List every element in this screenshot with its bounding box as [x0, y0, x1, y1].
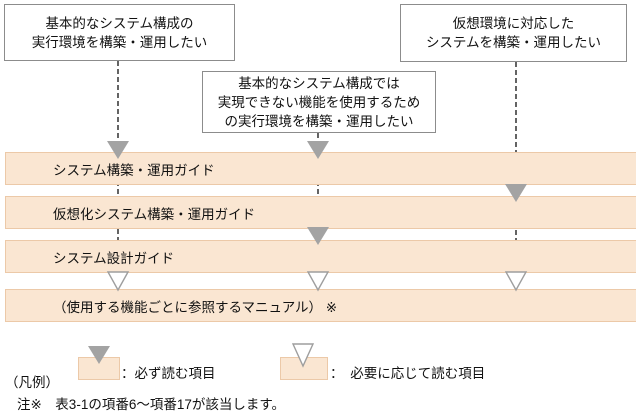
legend-must-read-label: ：必ず読む項目: [121, 366, 216, 381]
need-box-extended-line3: の実行環境を構築・運用したい: [224, 113, 414, 129]
legend-optional-read-label: ： 必要に応じて読む項目: [330, 366, 486, 381]
guide-bar-label: 仮想化システム構築・運用ガイド: [53, 206, 256, 222]
guide-bar-label: （使用する機能ごとに参照するマニュアル） ※: [53, 299, 338, 315]
legend-must-read-swatch: [78, 357, 120, 380]
legend-caption: （凡例）: [5, 375, 59, 390]
need-box-basic-line1: 基本的なシステム構成の: [45, 15, 194, 31]
guide-bar-function-manuals: （使用する機能ごとに参照するマニュアル） ※: [5, 289, 636, 322]
need-box-extended-line1: 基本的なシステム構成では: [238, 75, 400, 91]
guide-bar-label: システム設計ガイド: [53, 250, 175, 266]
need-box-extended-line2: 実現できない機能を使用するため: [217, 94, 421, 110]
guide-bar-system-construction: システム構築・運用ガイド: [5, 152, 636, 185]
need-box-basic-line2: 実行環境を構築・運用したい: [31, 34, 208, 50]
footnote: 注※ 表3-1の項番6〜項番17が該当します。: [17, 397, 285, 412]
need-box-extended: 基本的なシステム構成では 実現できない機能を使用するため の実行環境を構築・運用…: [202, 71, 436, 133]
guide-bar-system-design: システム設計ガイド: [5, 240, 636, 273]
guide-bar-label: システム構築・運用ガイド: [53, 162, 215, 178]
legend-optional-read-swatch: [280, 357, 328, 380]
need-box-virtual-line2: システムを構築・運用したい: [425, 35, 602, 50]
need-box-virtual: 仮想環境に対応した システムを構築・運用したい: [400, 4, 627, 62]
guide-bar-virtualization: 仮想化システム構築・運用ガイド: [5, 196, 636, 229]
need-box-basic: 基本的なシステム構成の 実行環境を構築・運用したい: [4, 4, 235, 61]
need-box-virtual-line1: 仮想環境に対応した: [452, 16, 575, 31]
